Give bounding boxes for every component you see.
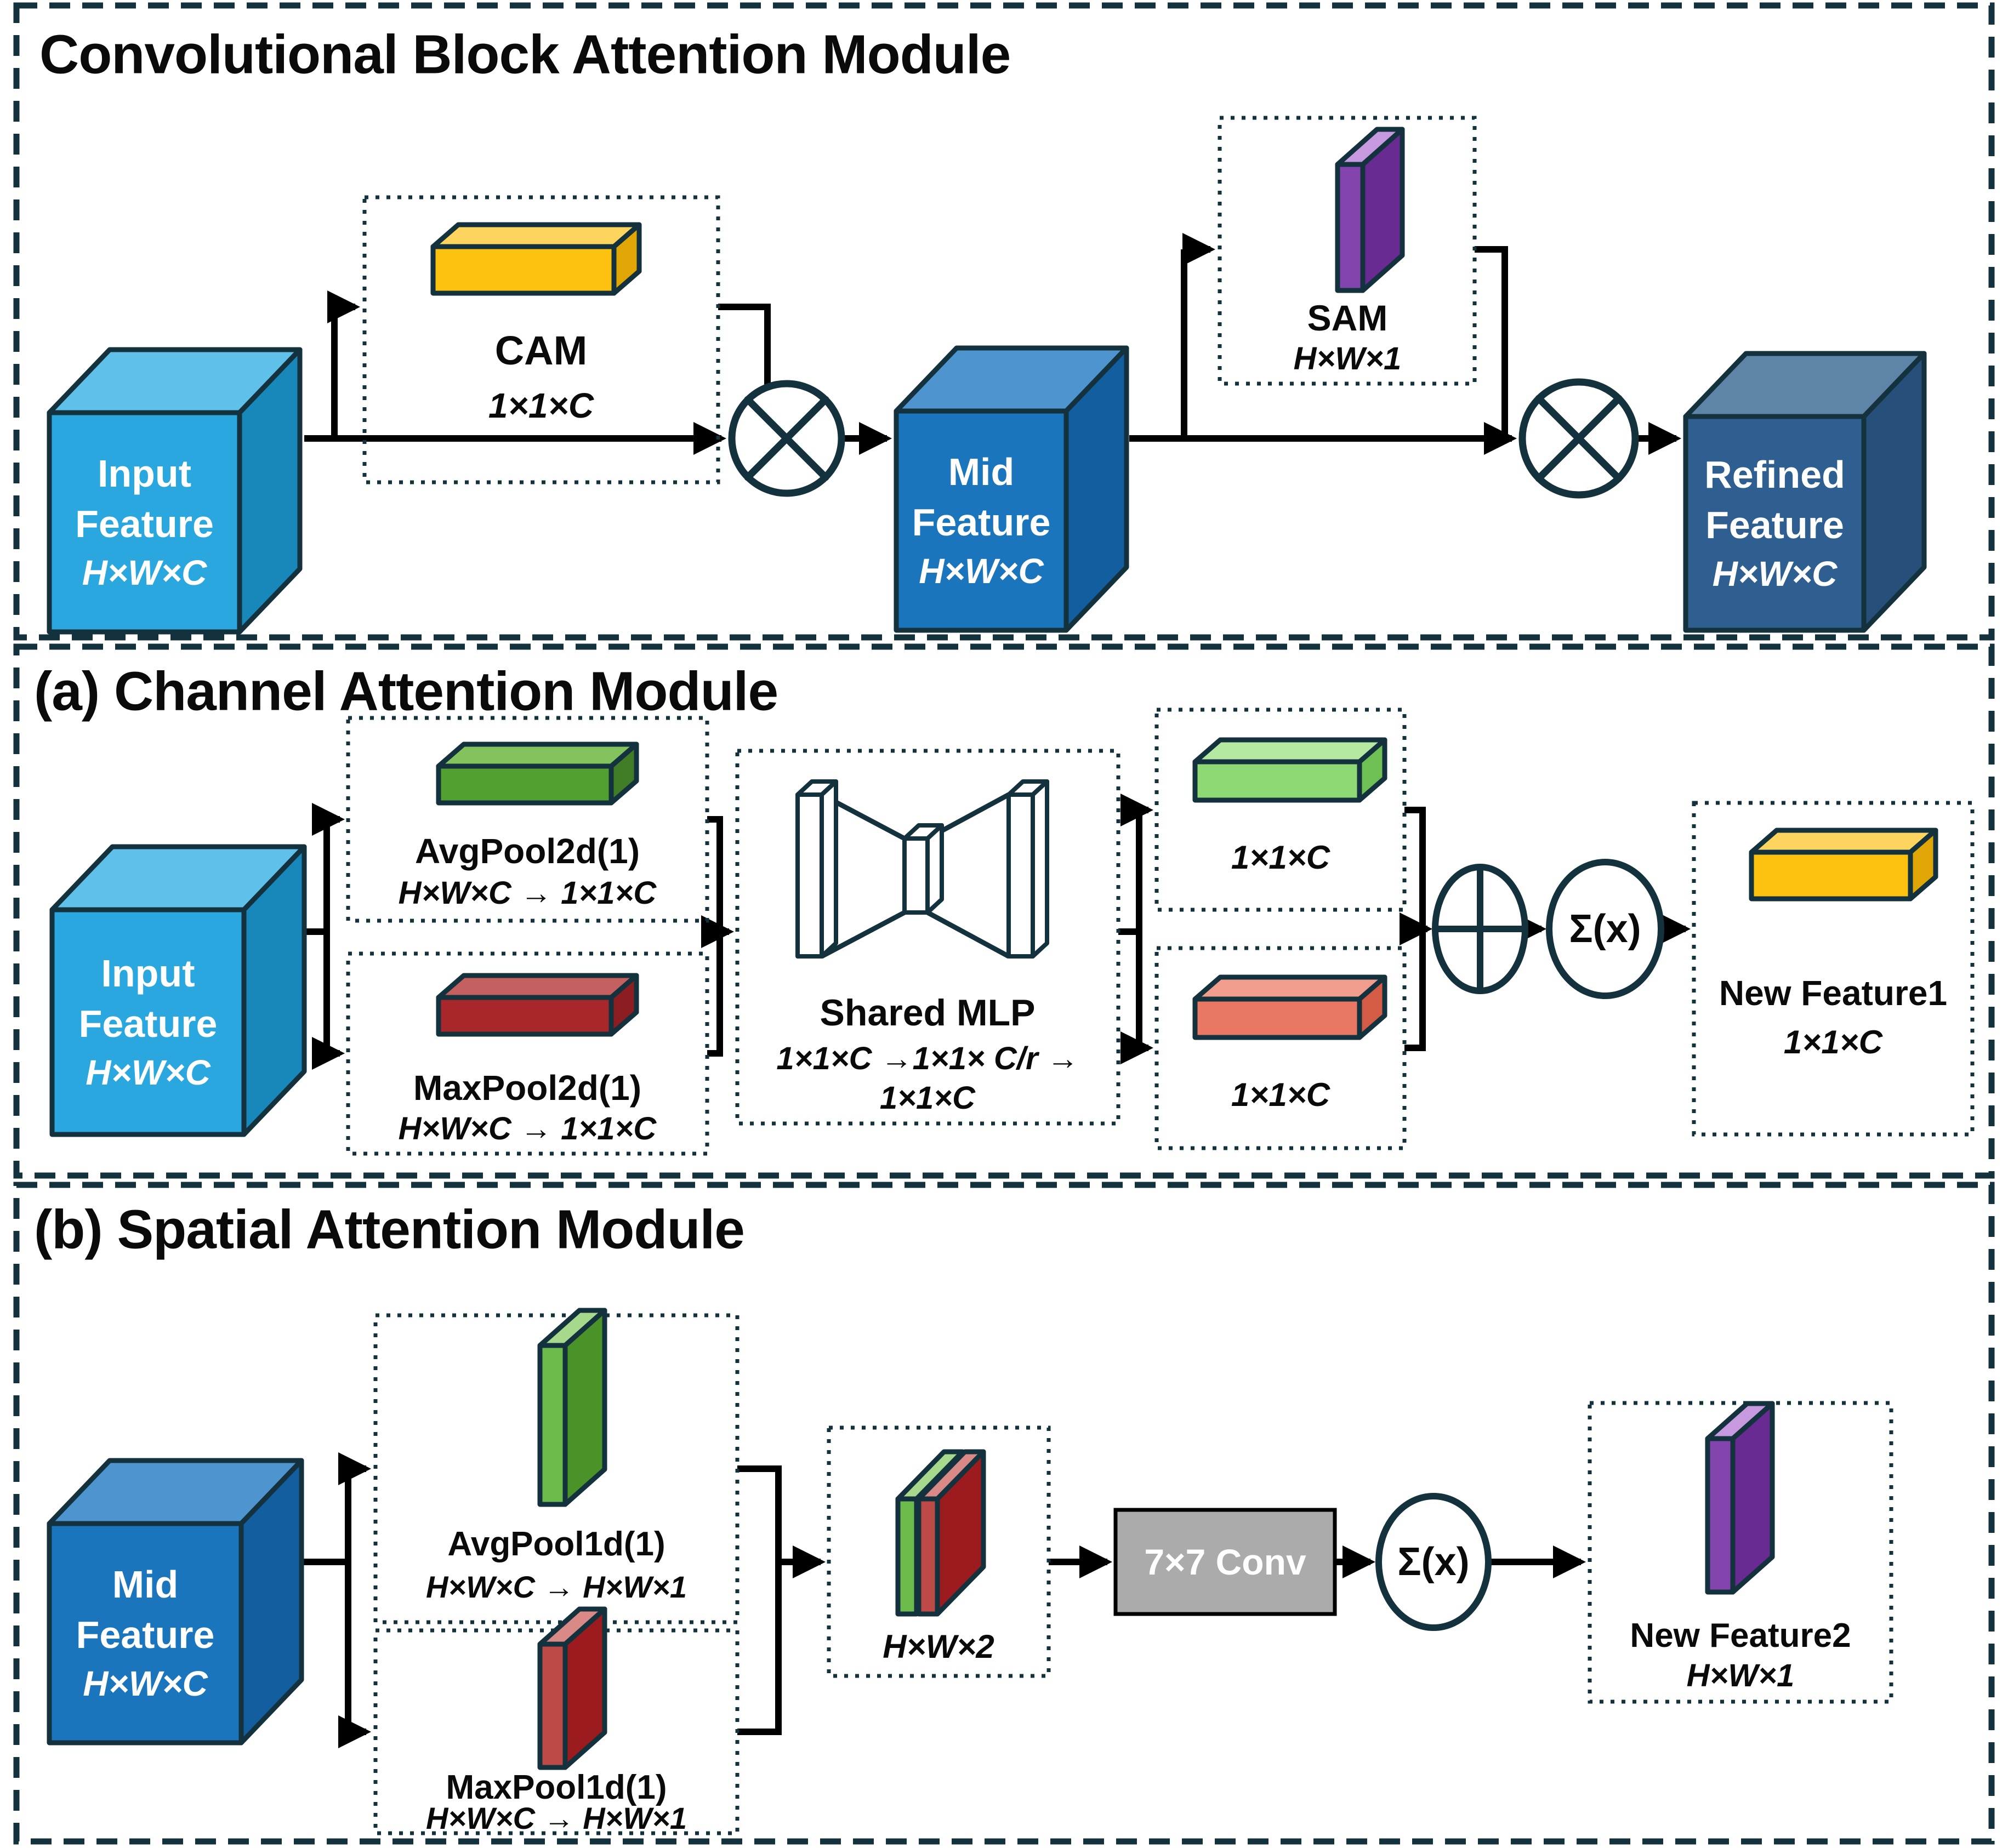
mid-feature-cube-sam <box>47 1458 304 1746</box>
new-feature2-dims: H×W×1 <box>1686 1658 1795 1693</box>
multiply-icon <box>1518 378 1639 499</box>
cam-dims: 1×1×C <box>488 386 594 425</box>
refined-feature-cube <box>1683 351 1927 633</box>
max-output-box <box>1154 946 1407 1150</box>
avgpool1d-label: AvgPool1d(1) <box>447 1525 665 1563</box>
maxpool1d-box <box>373 1628 740 1835</box>
new-feature2-box <box>1588 1401 1893 1704</box>
conv7x7-label: 7×7 Conv <box>1144 1542 1306 1582</box>
cam-weights-bar <box>430 222 642 296</box>
sigma-label: Σ(x) <box>1569 907 1641 951</box>
sigma-icon <box>1546 859 1664 999</box>
panel-channel-attention <box>13 643 1995 1179</box>
maxpool2d-dims: H×W×C → 1×1×C <box>398 1111 657 1147</box>
sigma-label: Σ(x) <box>1397 1540 1470 1584</box>
shared-mlp-dims1: 1×1×C →1×1× C/r → <box>776 1041 1079 1076</box>
maxpool1d-dims: H×W×C → H×W×1 <box>425 1801 687 1835</box>
avg-output-dims: 1×1×C <box>1231 839 1330 876</box>
sam-weights-slab <box>1335 127 1405 293</box>
connectors-panel2 <box>306 794 1691 1070</box>
avgpool1d-box <box>373 1313 740 1624</box>
mid-feature-label: Mid Feature H×W×C <box>912 450 1051 591</box>
input-feature-cube-cam <box>49 844 307 1137</box>
max-output-bar <box>1192 974 1387 1040</box>
panel2-title: (a) Channel Attention Module <box>34 660 778 722</box>
new-feature1-dims: 1×1×C <box>1783 1024 1883 1060</box>
input-feature-cube <box>47 347 303 635</box>
refined-feature-label: Refined Feature H×W×C <box>1704 453 1845 594</box>
input-feature-label: Input Feature H×W×C <box>75 452 214 592</box>
avgpool2d-dims: H×W×C → 1×1×C <box>398 875 657 911</box>
panel3-title: (b) Spatial Attention Module <box>34 1199 745 1260</box>
max-output-dims: 1×1×C <box>1231 1076 1330 1113</box>
maxpool2d-label: MaxPool2d(1) <box>413 1068 642 1108</box>
multiply-icon <box>728 380 845 497</box>
concat-dims: H×W×2 <box>883 1628 994 1665</box>
new-feature2-slab <box>1705 1401 1775 1595</box>
add-icon <box>1432 864 1528 994</box>
new-feature1-box <box>1692 801 1975 1137</box>
panel1-title: Convolutional Block Attention Module <box>39 24 1011 85</box>
shared-mlp-box <box>735 749 1120 1126</box>
panel-spatial-attention <box>13 1182 1995 1845</box>
cam-box <box>362 195 720 484</box>
maxpool1d-label: MaxPool1d(1) <box>446 1769 667 1806</box>
mid-feature-cube <box>894 345 1129 633</box>
connectors-panel3 <box>303 1452 1586 1748</box>
panel-cbam <box>13 2 1995 641</box>
shared-mlp-dims2: 1×1×C <box>879 1080 976 1116</box>
concat-slab <box>895 1449 986 1617</box>
mlp-bottleneck-icon <box>795 779 1049 959</box>
avgpool2d-label: AvgPool2d(1) <box>414 831 640 871</box>
avgpool1d-dims: H×W×C → H×W×1 <box>425 1570 687 1604</box>
cam-label: CAM <box>494 328 588 373</box>
new-feature1-label: New Feature1 <box>1719 973 1948 1013</box>
concat-box <box>827 1425 1051 1678</box>
shared-mlp-label: Shared MLP <box>820 992 1036 1034</box>
sam-box <box>1218 116 1477 386</box>
new-feature1-bar <box>1749 828 1938 902</box>
sam-dims: H×W×1 <box>1293 341 1402 377</box>
mid-feature-label-sam: Mid Feature H×W×C <box>76 1563 215 1703</box>
avg-output-box <box>1154 708 1407 912</box>
new-feature2-label: New Feature2 <box>1630 1617 1851 1655</box>
input-feature-label-cam: Input Feature H×W×C <box>78 952 218 1092</box>
sigma-icon <box>1375 1493 1492 1631</box>
maxpool-slab <box>537 1606 607 1770</box>
avgpool-bar <box>436 742 639 806</box>
avgpool-slab <box>537 1308 607 1507</box>
sam-label: SAM <box>1307 298 1388 338</box>
conv7x7-box <box>1113 1508 1337 1616</box>
maxpool-bar <box>436 973 639 1037</box>
avgpool2d-box <box>346 716 709 923</box>
avg-output-bar <box>1192 737 1387 803</box>
